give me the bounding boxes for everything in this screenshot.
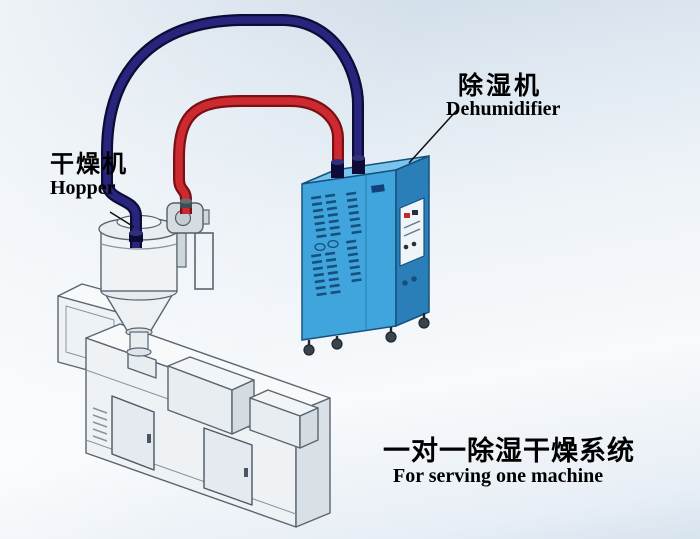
hopper-clamp-band <box>100 243 178 250</box>
hopper-label-en: Hopper <box>50 176 116 199</box>
hopper-loader-blower <box>166 202 210 268</box>
control-panel-line-2 <box>403 228 421 237</box>
pipes <box>101 14 364 248</box>
cabinet-stub-left <box>331 162 344 178</box>
cabinet-stub-left-top <box>331 159 344 165</box>
cabinet-stub-right <box>352 158 365 174</box>
system-caption-zh: 一对一除湿干燥系统 <box>383 436 635 467</box>
control-panel-knob-2 <box>411 241 417 247</box>
side-button-1 <box>402 280 408 286</box>
cabinet-stub-right-top <box>352 155 365 161</box>
hopper-lid-collar-top <box>129 230 143 236</box>
pipe-inlet-stubs <box>129 155 365 242</box>
hopper-label-zh: 干燥机 <box>50 150 128 178</box>
side-button-2 <box>411 276 417 282</box>
blower-collar <box>180 201 192 208</box>
pipe-blue <box>103 16 362 248</box>
cabinet-oval-hole-2 <box>327 239 339 249</box>
control-panel <box>399 197 425 286</box>
caster-wheels <box>303 313 430 356</box>
hopper-leader-line <box>109 211 135 228</box>
dehumidifier-label-zh: 除湿机 <box>458 71 543 100</box>
machine-door-left <box>111 395 155 471</box>
blower-collar-top <box>180 198 192 204</box>
hopper-neck-flange <box>126 347 152 357</box>
hopper-mount-frame <box>194 232 214 290</box>
cabinet-oval-hole-1 <box>314 242 326 252</box>
machine-vent-grille <box>92 407 108 442</box>
feed-throat <box>127 349 157 379</box>
cabinet-logo-plate <box>371 184 385 193</box>
machine-door-right-handle <box>244 468 248 477</box>
hopper-lid-collar <box>129 233 143 242</box>
barrel-side <box>299 407 319 449</box>
control-panel-knob-1 <box>403 244 409 250</box>
blower-down-pipe <box>176 230 187 268</box>
pipe-red <box>175 97 342 214</box>
dehumidifier-cabinet <box>301 154 430 356</box>
machine-door-left-handle <box>147 434 151 443</box>
dehumidifier-leader-line <box>408 109 458 164</box>
hopper-label: 干燥机 Hopper <box>50 150 128 200</box>
control-panel-display-red <box>404 213 410 218</box>
dehumidifier-label-en: Dehumidifier <box>446 98 561 120</box>
control-panel-display-dark <box>412 210 418 215</box>
system-caption: 一对一除湿干燥系统 For serving one machine <box>383 437 635 488</box>
machine-door-right <box>203 427 253 506</box>
control-panel-line-1 <box>403 220 421 229</box>
extruder-machine <box>57 283 331 528</box>
system-caption-en: For serving one machine <box>393 465 604 488</box>
dehumidifier-label: 除湿机 Dehumidifier <box>446 72 560 121</box>
